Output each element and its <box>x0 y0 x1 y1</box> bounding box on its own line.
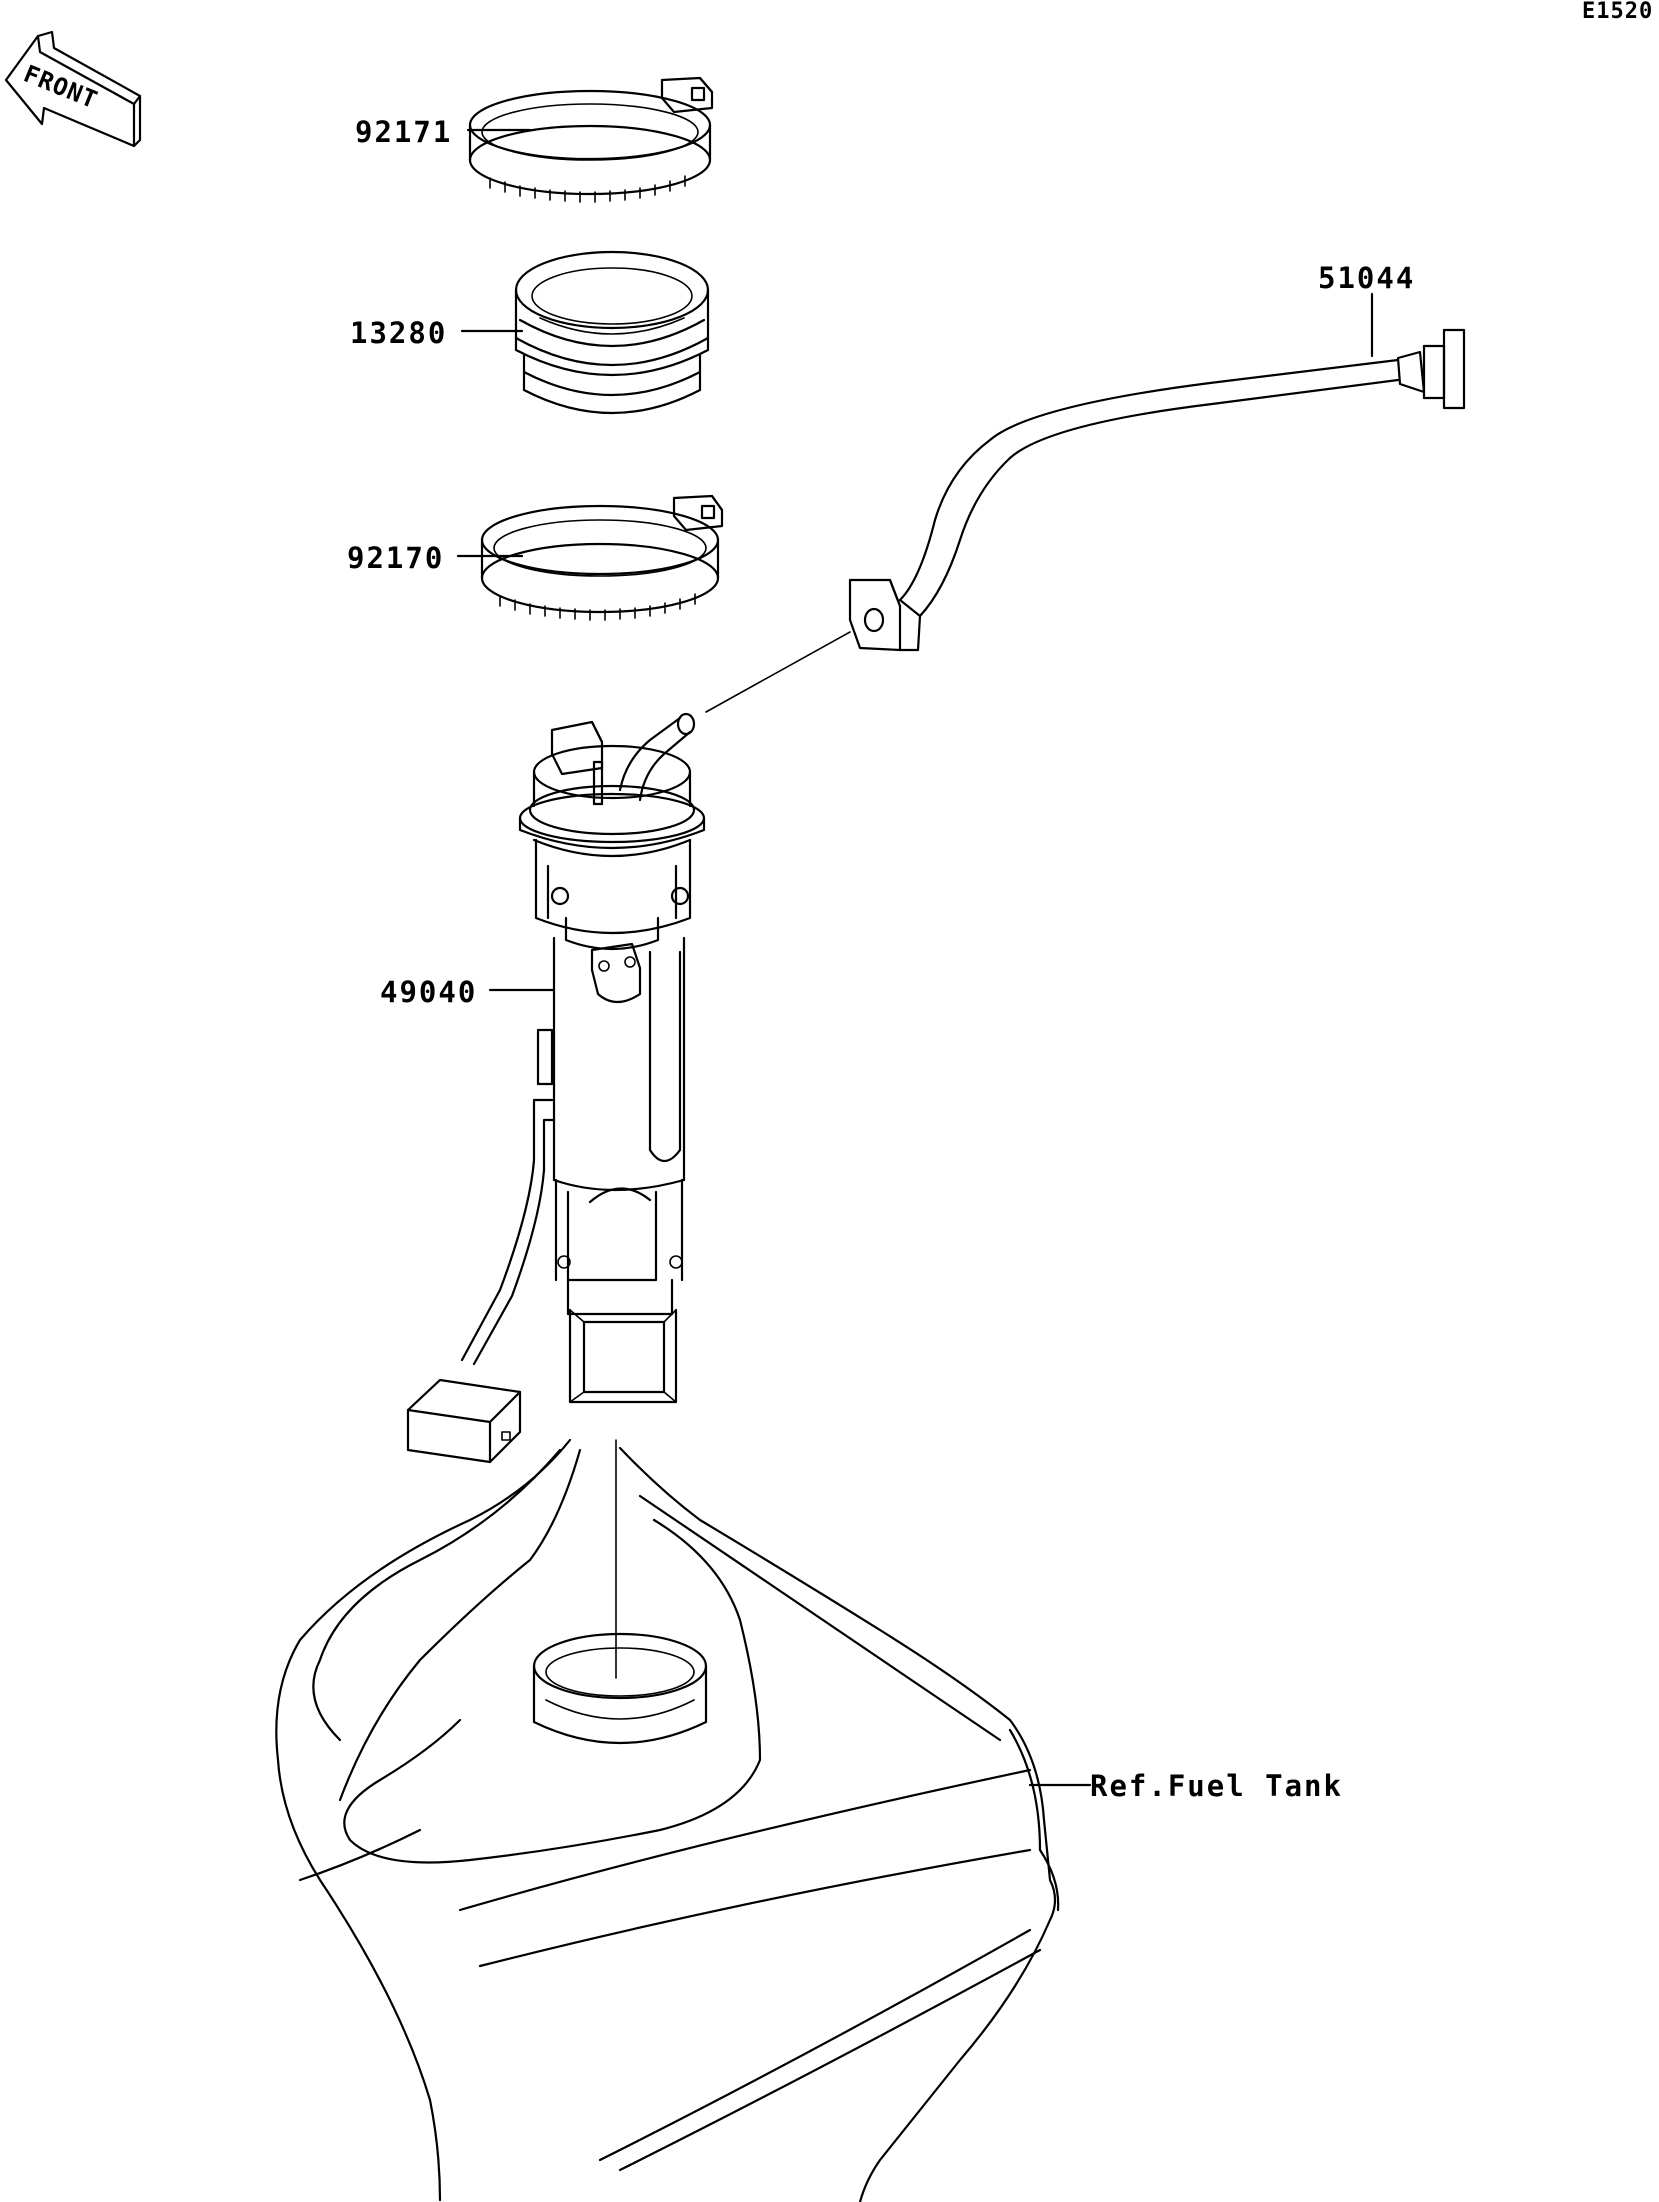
diagram-code: E1520 <box>1582 0 1653 24</box>
clamp-92170[interactable] <box>480 494 724 621</box>
part-number-92171[interactable]: 92171 <box>355 115 452 149</box>
part-number-49040[interactable]: 49040 <box>380 975 477 1009</box>
fuel-pump-49040[interactable] <box>406 712 706 1464</box>
fuel-tank-reference <box>275 1438 1060 2202</box>
hose-connection-line <box>705 631 851 713</box>
part-number-13280[interactable]: 13280 <box>350 316 447 350</box>
clamp-92171[interactable] <box>468 76 714 203</box>
front-direction-arrow-icon: FRONT <box>4 30 142 148</box>
part-number-92170[interactable]: 92170 <box>347 541 444 575</box>
part-number-ref-fuel-tank[interactable]: Ref.Fuel Tank <box>1090 1769 1343 1803</box>
part-number-51044[interactable]: 51044 <box>1318 261 1415 295</box>
grommet-13280[interactable] <box>514 250 710 415</box>
fuel-hose-51044[interactable] <box>848 328 1466 652</box>
